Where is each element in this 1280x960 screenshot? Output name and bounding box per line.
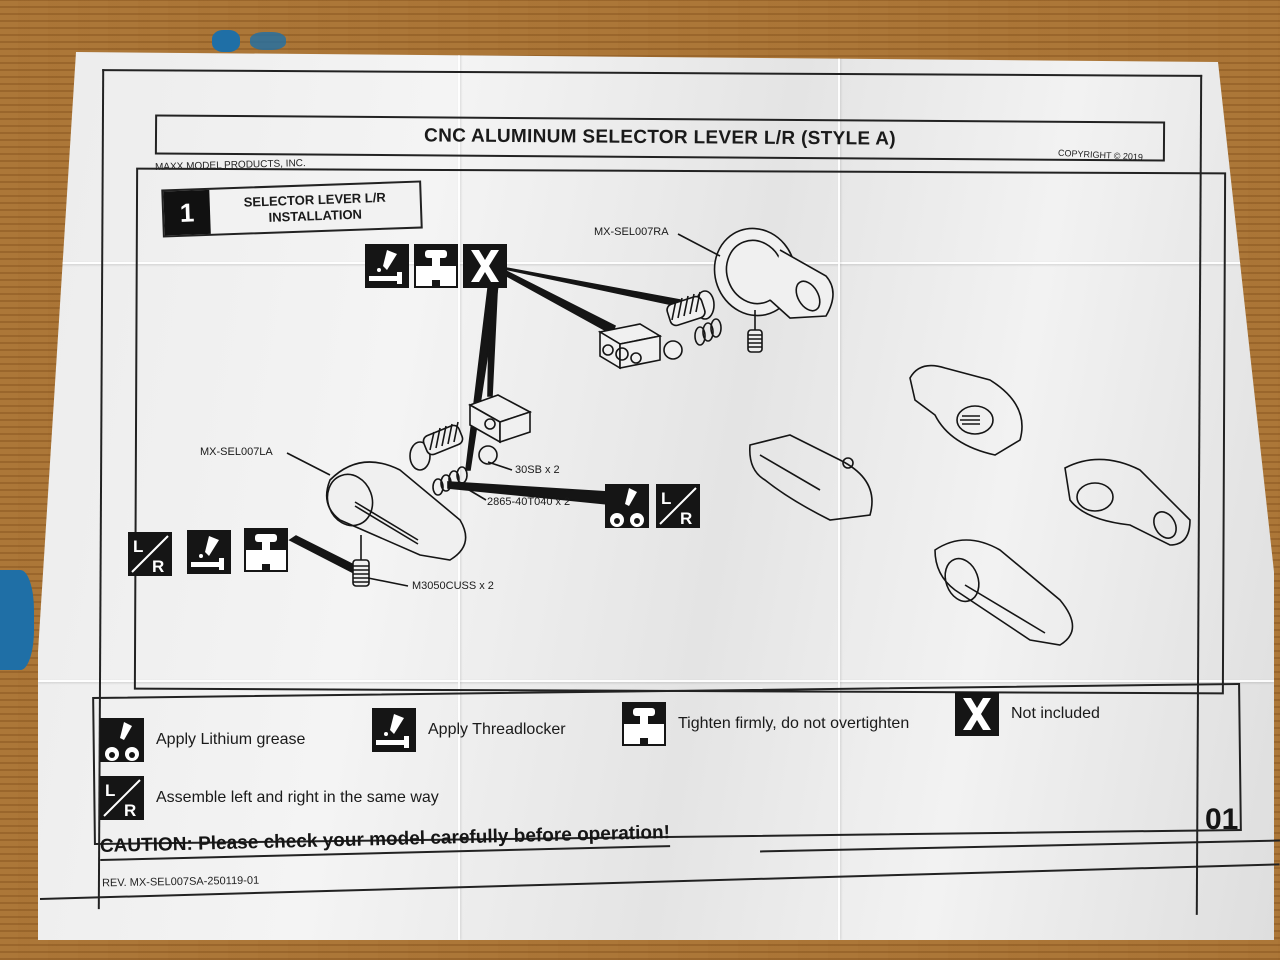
part-label-right-lever: MX-SEL007RA — [594, 226, 669, 238]
legend-item-threadlocker: Apply Threadlocker — [372, 708, 566, 752]
tighten-icon — [622, 702, 666, 746]
tighten-icon — [244, 528, 288, 572]
lithium-grease-icon — [100, 718, 144, 762]
title-band: CNC ALUMINUM SELECTOR LEVER L/R (STYLE A… — [154, 114, 1166, 162]
part-label-spring: 2865-40T040 x 2 — [487, 496, 571, 508]
part-label-left-lever: MX-SEL007LA — [200, 446, 273, 458]
diagram-frame — [133, 167, 1227, 695]
legend-text-left-right: Assemble left and right in the same way — [156, 789, 439, 806]
paint-stain — [212, 30, 240, 52]
part-label-ball: 30SB x 2 — [515, 464, 560, 476]
threadlocker-icon — [365, 244, 409, 288]
svg-text:L: L — [133, 537, 143, 556]
legend-item-not-included: Not included — [955, 692, 1100, 736]
tighten-icon — [414, 244, 458, 288]
svg-text:R: R — [680, 509, 692, 528]
not-included-icon — [955, 692, 999, 736]
paper-fold — [38, 680, 1274, 682]
paint-stain — [250, 32, 286, 50]
legend-item-tighten: Tighten firmly, do not overtighten — [622, 702, 909, 746]
part-label-set-screw: M3050CUSS x 2 — [412, 580, 494, 592]
legend-text-tighten: Tighten firmly, do not overtighten — [678, 715, 910, 732]
svg-text:L: L — [661, 489, 671, 508]
step-title: SELECTOR LEVER L/R INSTALLATION — [209, 183, 420, 234]
paper-fold — [38, 262, 1274, 264]
document-title: CNC ALUMINUM SELECTOR LEVER L/R (STYLE A… — [424, 125, 896, 150]
svg-text:L: L — [105, 781, 115, 800]
svg-text:R: R — [152, 557, 164, 576]
legend-text-grease: Apply Lithium grease — [156, 731, 306, 748]
page-number: 01 — [1205, 803, 1239, 836]
step-header: 1 SELECTOR LEVER L/R INSTALLATION — [161, 180, 423, 238]
lithium-grease-icon — [605, 484, 649, 528]
legend-text-not-included: Not included — [1011, 705, 1100, 722]
threadlocker-icon — [187, 530, 231, 574]
legend-item-grease: Apply Lithium grease — [100, 718, 305, 762]
svg-text:R: R — [124, 801, 136, 820]
threadlocker-icon — [372, 708, 416, 752]
paint-stain — [0, 570, 34, 670]
not-included-icon — [463, 244, 507, 288]
step-number: 1 — [163, 189, 211, 236]
legend-text-threadlocker: Apply Threadlocker — [428, 721, 566, 738]
